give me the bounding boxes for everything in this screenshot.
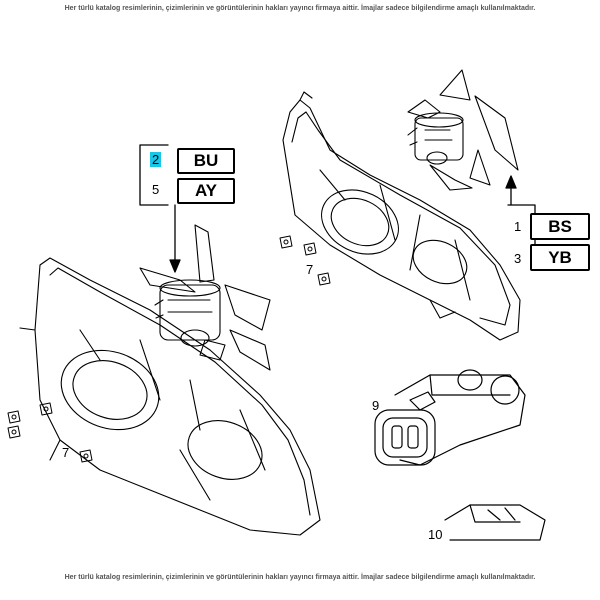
fan-shroud-left (19, 257, 321, 536)
callout-right-code-1: BS (530, 213, 590, 240)
callout-right-number-2: 3 (514, 251, 522, 266)
clip-fasteners (7, 235, 331, 463)
callout-left-number-1: 2 (150, 152, 162, 167)
callout-right-number-1: 1 (514, 219, 522, 234)
callout-left-code-2: AY (177, 178, 235, 204)
copyright-notice-bottom: Her türlü katalog resimlerinin, çizimler… (64, 574, 536, 581)
callout-left-number-2: 5 (152, 182, 160, 197)
electrical-connector (374, 369, 526, 466)
callout-right-code-2: YB (530, 244, 590, 271)
part-label-connector-lower: 10 (428, 527, 443, 542)
fan-motor-left (139, 224, 271, 371)
part-label-clip-lower: 7 (62, 445, 70, 460)
callout-left-number-1-text: 2 (150, 152, 162, 167)
fan-shroud-right (282, 91, 521, 341)
part-label-clip-upper: 7 (306, 262, 314, 277)
fan-motor-right (407, 69, 519, 191)
part-label-connector: 9 (372, 398, 380, 413)
callout-left-code-1: BU (177, 148, 235, 174)
electrical-connector-lower (444, 504, 546, 541)
copyright-notice-top: Her türlü katalog resimlerinin, çizimler… (64, 5, 536, 12)
